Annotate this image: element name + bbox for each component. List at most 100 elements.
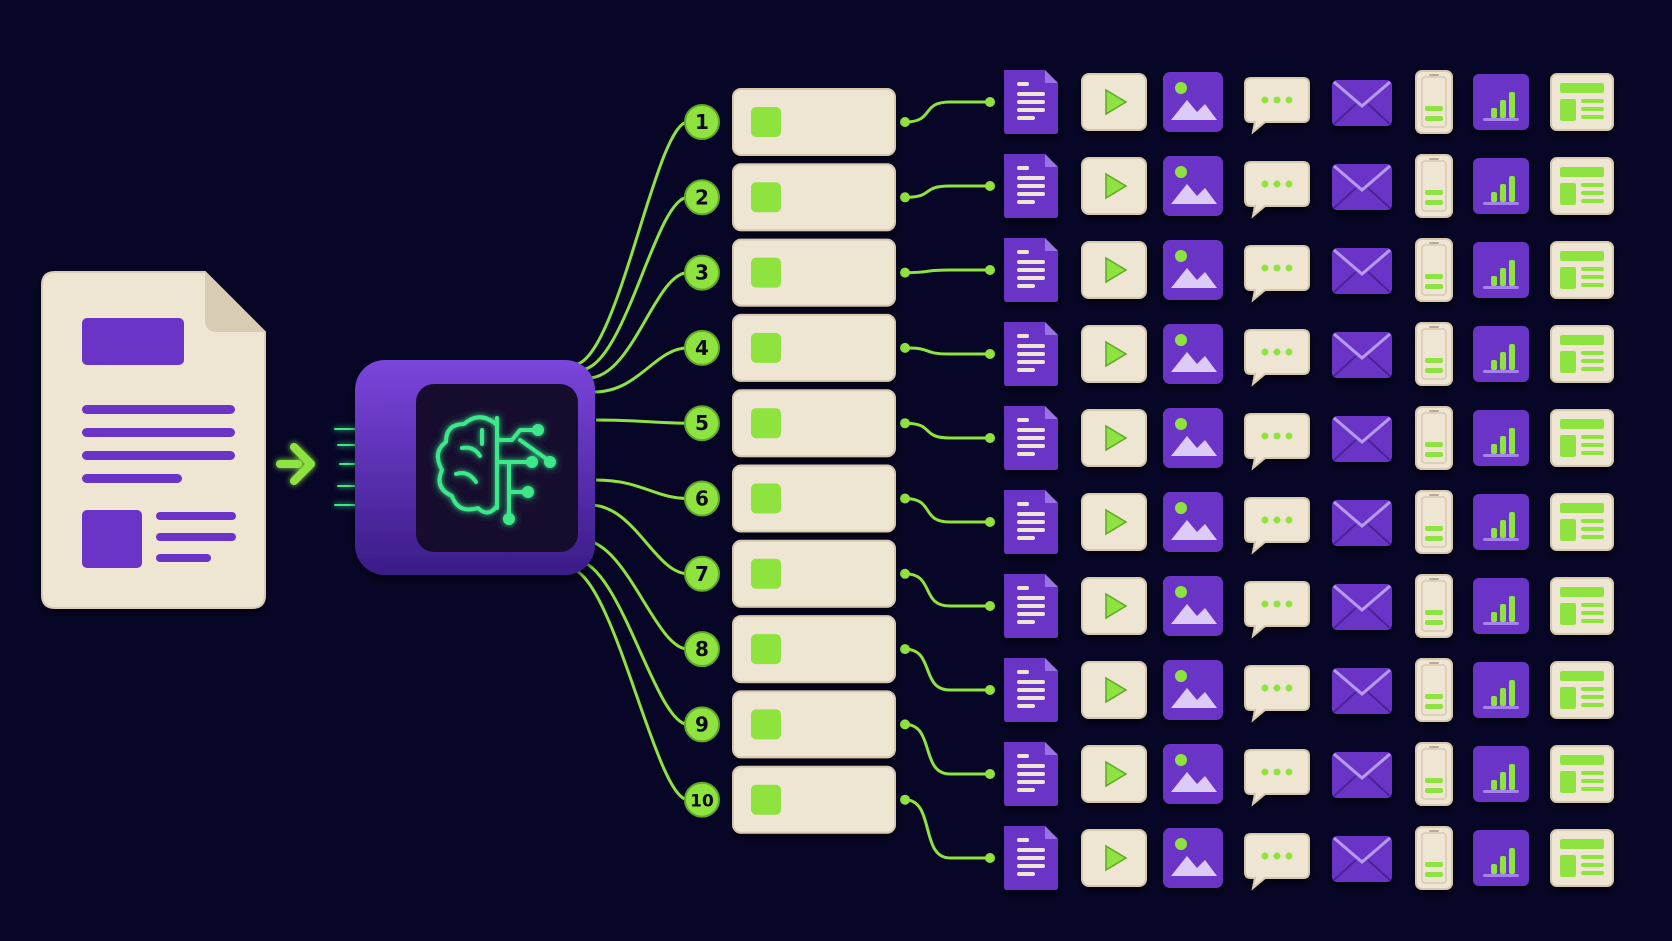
document-line xyxy=(156,554,211,562)
document-icon xyxy=(1004,658,1058,722)
arrow-icon xyxy=(276,443,315,485)
output-row xyxy=(1004,406,1614,471)
layout-icon xyxy=(1550,73,1614,131)
step-number: 1 xyxy=(695,110,709,134)
connector-line xyxy=(572,120,689,367)
image-icon xyxy=(1163,72,1223,132)
step-number-circle xyxy=(684,706,720,743)
connector-node xyxy=(900,568,910,579)
layout-icon xyxy=(1550,241,1614,299)
envelope-icon xyxy=(1332,752,1392,798)
phone-icon xyxy=(1415,658,1453,722)
step-bar xyxy=(732,163,896,232)
layout-icon xyxy=(1550,325,1614,383)
bar-chart-icon xyxy=(1473,326,1529,382)
image-icon xyxy=(1163,828,1223,888)
connector-node xyxy=(985,181,995,191)
envelope-icon xyxy=(1332,332,1392,378)
layout-icon xyxy=(1550,577,1614,635)
play-icon xyxy=(1081,829,1147,887)
step-row: 2 xyxy=(684,163,896,232)
document-icon xyxy=(1004,154,1058,218)
envelope-icon xyxy=(1332,416,1392,462)
output-connector-line xyxy=(904,184,990,199)
output-row xyxy=(1004,70,1614,135)
envelope-icon xyxy=(1332,164,1392,210)
document-icon xyxy=(1004,742,1058,806)
source-document xyxy=(41,271,266,609)
image-icon xyxy=(1163,240,1223,300)
connector-node xyxy=(900,117,910,127)
connector-line xyxy=(567,566,689,802)
document-line xyxy=(156,512,236,520)
document-icon xyxy=(1004,490,1058,554)
phone-icon xyxy=(1415,322,1453,386)
chat-bubble-icon xyxy=(1244,833,1310,891)
connector-node xyxy=(900,342,910,353)
step-bar xyxy=(732,615,896,684)
document-header-block xyxy=(82,318,184,365)
step-number-circle xyxy=(684,254,720,291)
chat-bubble-icon xyxy=(1244,749,1310,807)
document-line xyxy=(82,405,235,414)
phone-icon xyxy=(1415,574,1453,638)
envelope-icon xyxy=(1332,80,1392,126)
document-icon xyxy=(1004,70,1058,134)
output-row xyxy=(1004,154,1614,219)
connector-node xyxy=(900,192,910,203)
output-connector-line xyxy=(904,268,990,275)
document-line xyxy=(156,533,236,541)
step-number: 8 xyxy=(695,637,709,661)
connector-node xyxy=(900,644,910,655)
output-connector-line xyxy=(904,346,990,356)
step-number-circle xyxy=(684,781,720,818)
step-row: 7 xyxy=(684,539,896,608)
connector-node xyxy=(985,265,995,275)
image-icon xyxy=(1163,408,1223,468)
play-icon xyxy=(1081,745,1147,803)
output-grid xyxy=(1004,70,1614,891)
connector-node xyxy=(900,719,910,730)
step-row: 3 xyxy=(684,238,896,307)
output-connector-line xyxy=(904,421,990,440)
document-line xyxy=(82,451,235,460)
output-connector-line xyxy=(904,497,990,524)
layout-icon xyxy=(1550,493,1614,551)
play-icon xyxy=(1081,73,1147,131)
layout-icon xyxy=(1550,661,1614,719)
envelope-icon xyxy=(1332,836,1392,882)
bar-chart-icon xyxy=(1473,494,1529,550)
play-icon xyxy=(1081,157,1147,215)
step-row: 6 xyxy=(684,464,896,533)
connector-node xyxy=(985,601,995,611)
document-line xyxy=(82,474,182,483)
image-icon xyxy=(1163,576,1223,636)
connector-node xyxy=(900,493,910,504)
step-bar xyxy=(732,765,896,834)
document-icon xyxy=(1004,238,1058,302)
step-number: 3 xyxy=(695,261,709,285)
connector-node xyxy=(985,685,995,695)
chat-bubble-icon xyxy=(1244,245,1310,303)
phone-icon xyxy=(1415,490,1453,554)
phone-icon xyxy=(1415,826,1453,890)
play-icon xyxy=(1081,241,1147,299)
layout-icon xyxy=(1550,409,1614,467)
image-icon xyxy=(1163,492,1223,552)
output-connector-line xyxy=(904,798,990,860)
step-number-circle xyxy=(684,480,720,517)
ai-processor xyxy=(355,360,595,575)
output-row xyxy=(1004,658,1614,723)
play-icon xyxy=(1081,493,1147,551)
phone-icon xyxy=(1415,238,1453,302)
step-bar xyxy=(732,690,896,759)
step-row: 1 xyxy=(684,88,896,156)
chat-bubble-icon xyxy=(1244,665,1310,723)
bar-chart-icon xyxy=(1473,830,1529,886)
step-number-circle xyxy=(684,631,720,668)
connector-node xyxy=(900,418,910,429)
image-icon xyxy=(1163,324,1223,384)
step-checkbox xyxy=(751,558,781,589)
connector-line xyxy=(595,478,689,500)
